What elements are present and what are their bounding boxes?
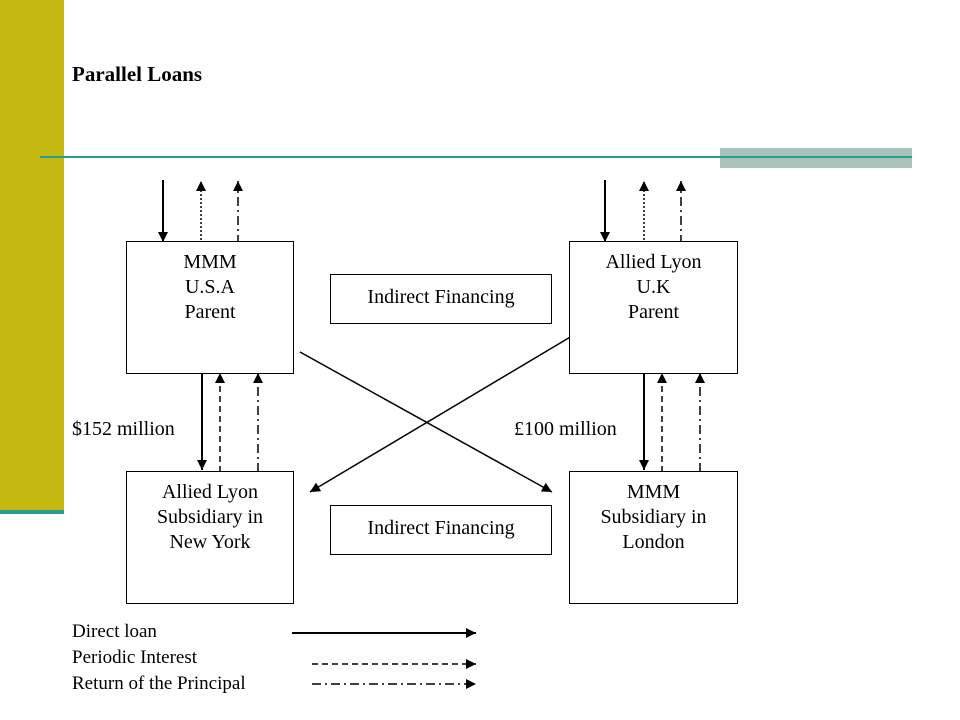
uk-loan-amount-label: £100 million <box>514 418 617 440</box>
decorative-side-bar <box>0 0 64 512</box>
slide-title: Parallel Loans <box>72 62 203 86</box>
allied-lyon-ny-subsidiary-line-1: Allied Lyon <box>161 481 259 503</box>
allied-lyon-uk-parent-box: Allied Lyon U.K Parent <box>569 241 738 374</box>
title-divider-accent-block <box>720 148 912 168</box>
allied-lyon-ny-subsidiary-box: Allied Lyon Subsidiary in New York <box>126 471 294 604</box>
mmm-london-subsidiary-line-2: Subsidiary in <box>600 506 707 528</box>
allied-lyon-uk-parent-line-1: Allied Lyon <box>605 251 702 273</box>
mmm-london-subsidiary-box: MMM Subsidiary in London <box>569 471 738 604</box>
allied-lyon-uk-parent-line-2: U.K <box>636 276 671 298</box>
uk-parent-to-ny-indirect-arrow <box>309 335 573 493</box>
allied-lyon-ny-subsidiary-line-3: New York <box>169 531 251 553</box>
title-divider-line <box>40 156 912 158</box>
allied-lyon-uk-parent-line-3: Parent <box>627 301 680 323</box>
allied-lyon-ny-subsidiary-line-2: Subsidiary in <box>156 506 264 528</box>
mmm-usa-parent-line-3: Parent <box>184 301 236 323</box>
mmm-london-subsidiary-line-1: MMM <box>626 481 681 503</box>
mmm-usa-parent-box: MMM U.S.A Parent <box>126 241 294 374</box>
indirect-financing-top-label: Indirect Financing <box>330 274 552 324</box>
decorative-side-bar-underline <box>0 510 64 514</box>
mmm-london-subsidiary-line-3: London <box>622 531 685 553</box>
legend-return-of-principal-label: Return of the Principal <box>72 673 246 694</box>
usa-loan-amount-label: $152 million <box>72 418 175 440</box>
indirect-financing-bottom-label: Indirect Financing <box>330 505 552 555</box>
mmm-usa-parent-line-2: U.S.A <box>184 276 235 298</box>
legend-periodic-interest-label: Periodic Interest <box>72 647 198 668</box>
legend-direct-loan-label: Direct loan <box>72 621 157 642</box>
mmm-usa-parent-line-1: MMM <box>183 251 237 273</box>
usa-parent-to-london-indirect-arrow <box>299 351 553 493</box>
